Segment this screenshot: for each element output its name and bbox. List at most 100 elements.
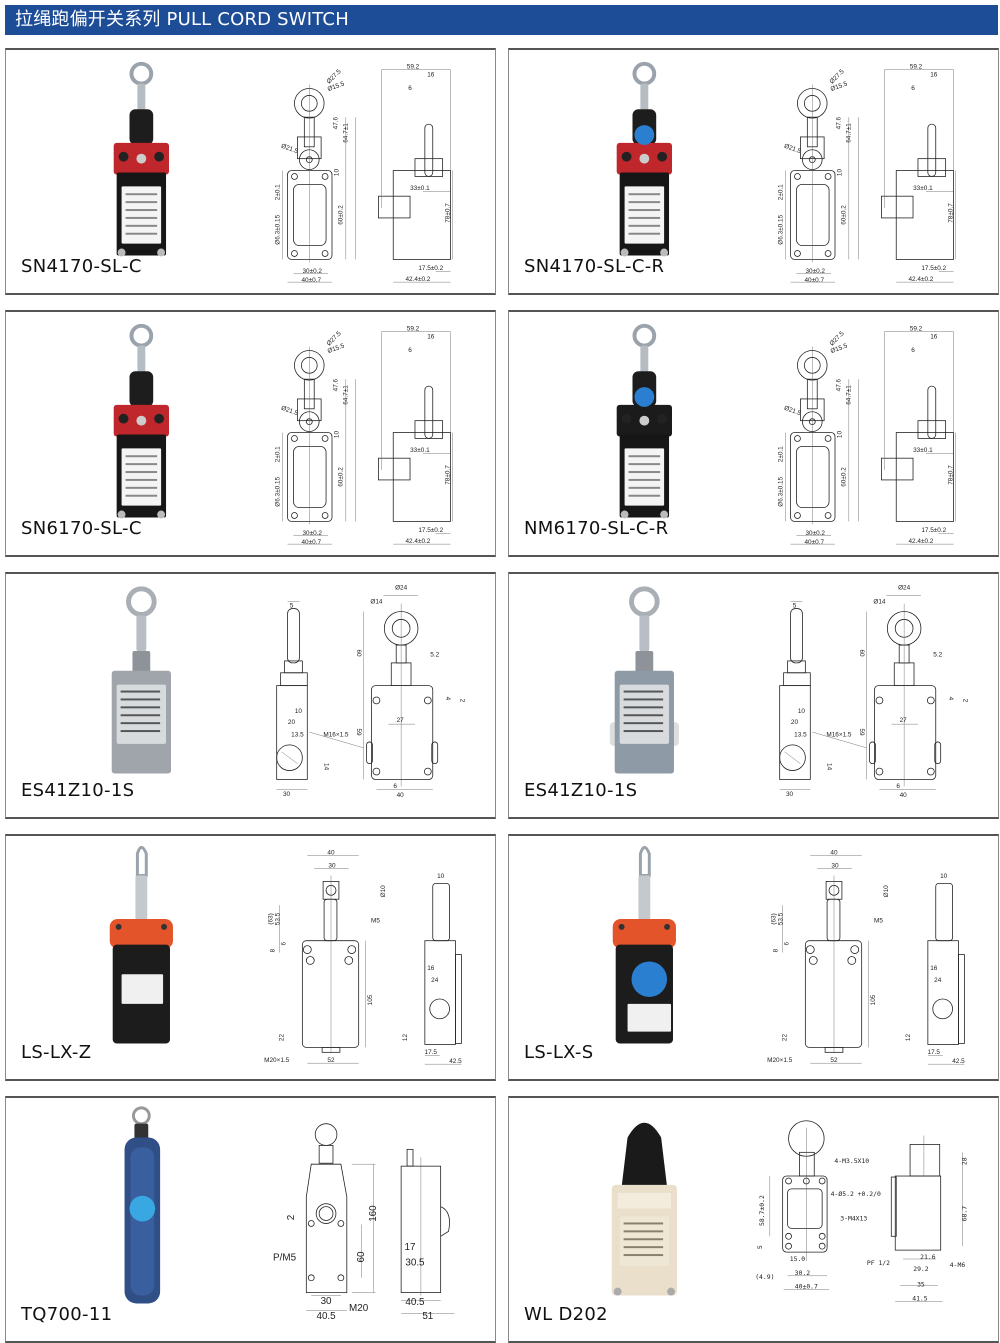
dimension-label: 17.5±0.2 [921,265,946,272]
dimension-label: 30.2 [795,1269,811,1277]
black-hood [621,1122,668,1187]
mount-hole [321,173,329,180]
dimension-label: 4-Ø5.2 +0.2/0 [831,1190,881,1198]
label-text-line [125,224,158,227]
dimension-label: 30±0.2 [805,268,825,275]
screw [305,956,315,965]
mount-hole [291,435,298,442]
side-neck [414,158,444,177]
label-text-line [628,193,661,196]
model-name: WL D202 [524,1304,608,1325]
dimension-label: 30 [786,791,794,798]
dimension-label: 59.2 [910,325,923,332]
dimension-label: M16×1.5 [826,732,852,739]
model-name: SN6170-SL-C [21,518,142,539]
side-body [895,432,954,522]
dimension-label: 5.2 [430,652,439,659]
switch-body [287,432,333,522]
dimension-label: 5.2 [933,652,942,659]
dimension-label: 4 [444,697,451,701]
product-label [121,448,162,506]
dimension-label: 42.4±0.2 [908,276,933,283]
dimension-label: 40±0.7 [804,277,824,284]
dimension-label: 58.7±0.2 [758,1195,766,1226]
pull-shaft [639,615,650,652]
front-body [782,1175,828,1253]
screw [372,696,381,705]
dimension-label: 8 [269,948,276,952]
dimension-label: 30 [328,862,336,869]
model-name: SN4170-SL-C [21,256,142,277]
dimension-label: 6 [896,783,900,790]
mount-hole [154,413,165,424]
dimension-label: 10 [437,873,445,880]
dimension-label: 30±0.2 [805,530,825,537]
side-stem [927,385,937,439]
carabiner-hook [638,845,651,877]
head-screw [136,415,147,426]
dimension-label: 78±0.7 [947,465,954,485]
dimension-label: 53.5 [777,912,784,925]
dimension-label: 2±0.1 [274,446,281,462]
screw [785,1177,792,1185]
label-text-line [623,1222,664,1225]
mount-hole [824,173,832,180]
dimension-label: 60 [858,649,865,657]
dimension-label: 20 [791,719,799,726]
rubber-bellows [129,371,154,407]
dimension-label: 10 [837,168,844,176]
dimension-label: 42.5 [449,1058,462,1065]
dimension-label: Ø14 [370,598,383,605]
label-text-line [125,478,158,481]
dimension-line [812,731,867,749]
dimension-label: 2±0.1 [274,184,281,200]
side-stem [432,883,450,942]
label-text-line [125,216,158,219]
hex-nut [132,651,151,673]
side-plate [890,1176,897,1237]
orange-head [109,918,173,949]
dimension-label: 16 [427,71,435,78]
screw [818,1242,826,1250]
label-text-line [125,201,158,204]
label-text-line [628,494,661,497]
dimension-label: 68.7 [960,1206,968,1222]
dimension-label: 6 [911,347,915,354]
dimension-label: M20×1.5 [767,1057,793,1064]
label-text-line [623,1254,664,1257]
dimension-label: 6 [408,85,412,92]
label-text-line [120,698,161,701]
dimension-label: 29.2 [913,1265,929,1273]
nut [783,672,811,687]
model-name: LS-LX-S [524,1042,594,1063]
dimension-label: Ø21.5 [280,143,299,156]
dimension-label: 59.2 [407,63,420,70]
dimension-label: Ø24 [395,585,408,592]
dimension-label: 60 [356,1251,367,1262]
mount-hole [657,413,668,424]
product-label [624,448,665,506]
reset-button [129,1195,156,1222]
product-photo [609,586,679,774]
screw [347,945,357,954]
head-screw [639,153,650,164]
dimension-label: (63) [770,913,777,924]
product-photo [612,845,676,1044]
switch-body [287,170,333,260]
mount-hole [657,151,668,162]
side-head [909,1144,941,1177]
dimension-label: 47.6 [836,116,843,129]
cable-gland [276,744,303,771]
rubber-bellows [129,109,154,145]
dimension-label: M5 [371,918,380,925]
side-body [894,1175,942,1251]
orange-head [612,918,676,949]
dimension-label: 30 [321,1296,332,1307]
dimension-label: 5 [793,602,797,609]
base-screw [660,248,669,257]
dimension-label: 13.5 [291,732,304,739]
